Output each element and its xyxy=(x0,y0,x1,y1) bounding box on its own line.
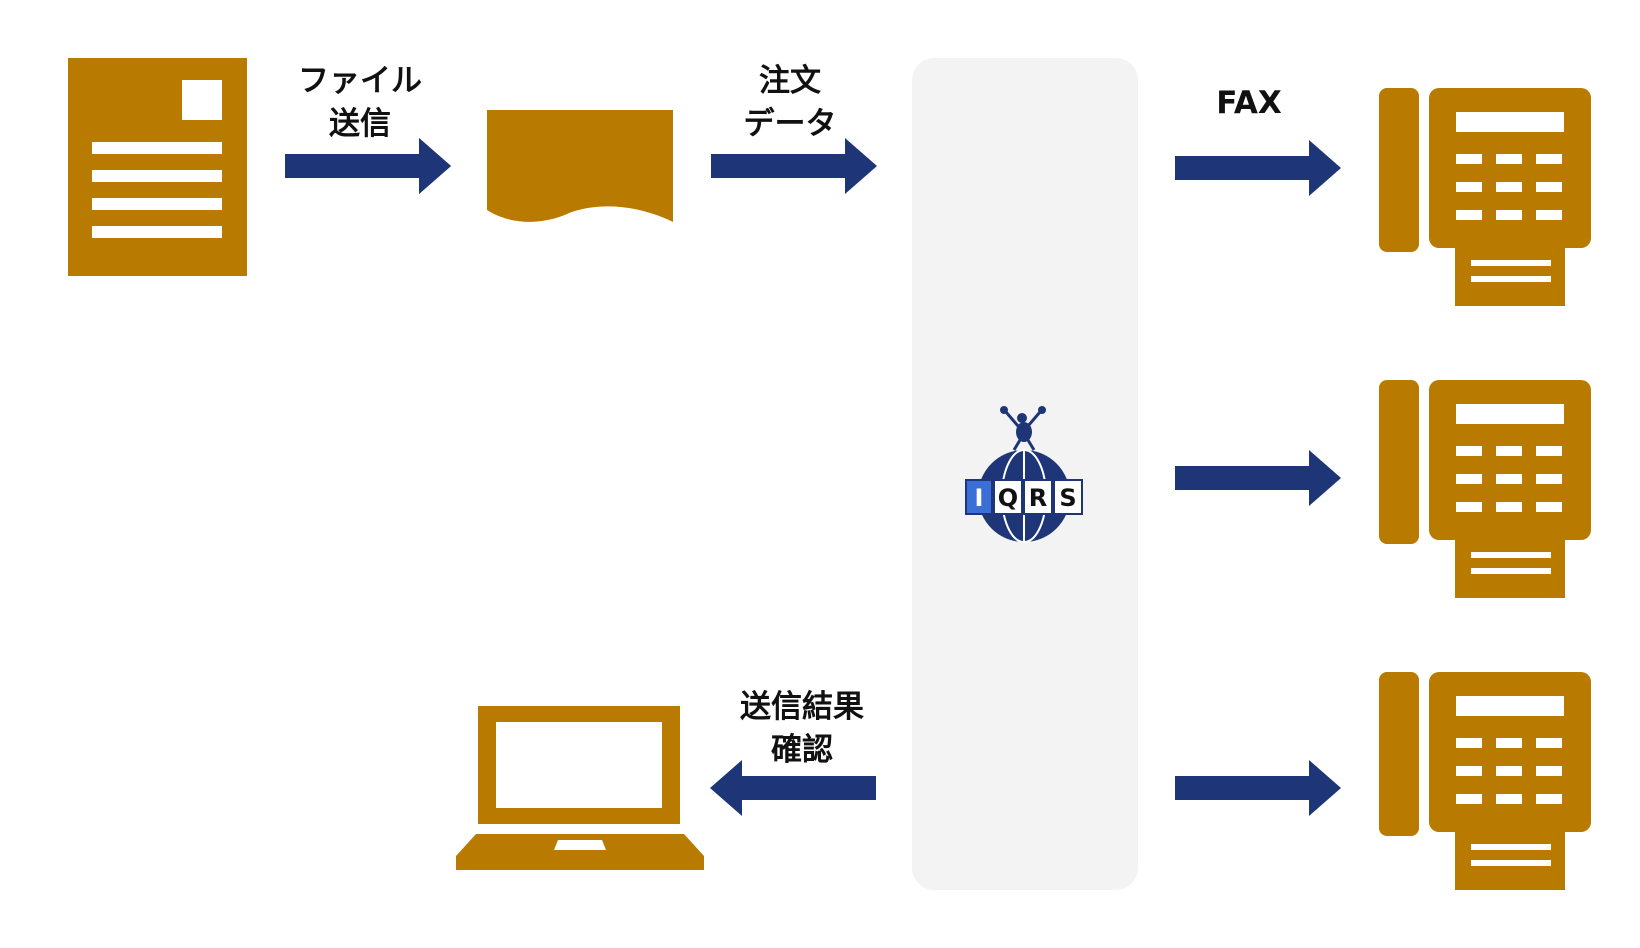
fax-machine-icon xyxy=(1379,380,1591,598)
iqrs-logo-icon: I Q R S xyxy=(965,406,1083,543)
laptop-icon xyxy=(456,706,704,870)
data-sheet-icon xyxy=(487,110,673,222)
order-data-label-line1: 注文 xyxy=(759,63,821,99)
result-confirm-label: 送信結果 確認 xyxy=(722,686,882,772)
document-icon xyxy=(68,58,247,276)
arrow-right-icon xyxy=(711,138,877,194)
arrow-right-icon xyxy=(1175,140,1341,196)
arrow-left-icon xyxy=(710,760,876,816)
logo-letter-q: Q xyxy=(998,484,1018,512)
arrow-right-icon xyxy=(1175,450,1341,506)
arrow-right-icon xyxy=(285,138,451,194)
file-send-label-line1: ファイル xyxy=(298,63,422,99)
logo-letter-s: S xyxy=(1059,484,1076,512)
order-data-label: 注文 データ xyxy=(720,60,860,146)
fax-label: FAX xyxy=(1216,85,1282,121)
arrow-right-icon xyxy=(1175,760,1341,816)
fax-machine-icon xyxy=(1379,88,1591,306)
result-confirm-label-line1: 送信結果 xyxy=(740,689,864,725)
file-send-label-line2: 送信 xyxy=(329,106,391,142)
order-data-label-line2: データ xyxy=(743,106,837,142)
fax-machine-icon xyxy=(1379,672,1591,890)
file-send-label: ファイル 送信 xyxy=(290,60,430,146)
logo-letter-r: R xyxy=(1029,484,1047,512)
result-confirm-label-line2: 確認 xyxy=(771,732,833,768)
logo-letter-i: I xyxy=(975,484,984,512)
